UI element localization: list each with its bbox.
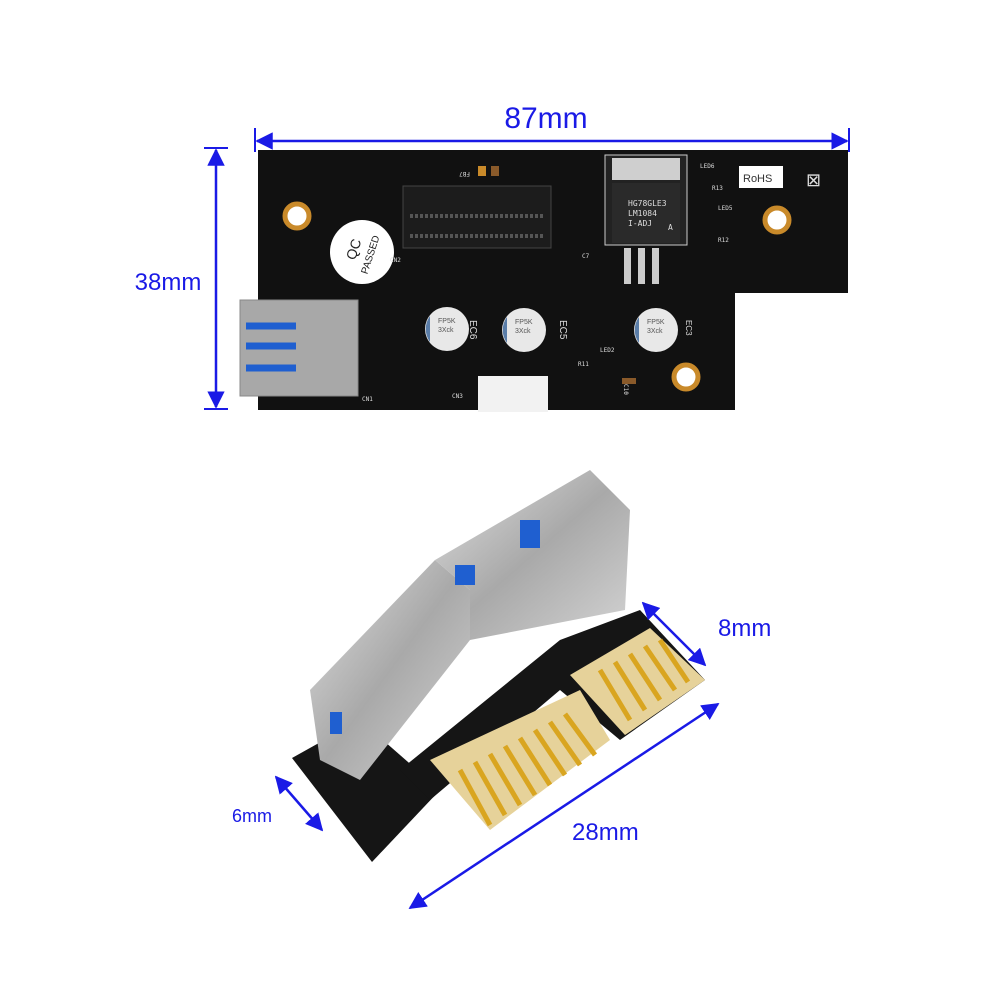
width-dimension: 87mm: [254, 102, 850, 152]
regulator-text-3: I-ADJ: [628, 219, 652, 228]
capacitor-text: FP5K: [647, 319, 665, 326]
silk-label: R12: [718, 237, 729, 244]
mounting-hole: [282, 201, 312, 231]
silk-label: CN2: [390, 257, 401, 264]
capacitor-label: EC3: [684, 320, 693, 336]
silk-label: R11: [578, 361, 589, 368]
silk-label: LED2: [600, 347, 615, 354]
power-header: [478, 376, 548, 412]
depth-dimension: 8mm: [641, 601, 771, 667]
silk-label: CN1: [362, 396, 373, 403]
pcb-board-top-view: FB7 QC PASSED HG78GLE3 LM1084 I-ADJ A Ro…: [239, 150, 848, 412]
rohs-text: RoHS: [743, 173, 772, 185]
capacitor-text: 3Xck: [647, 328, 663, 335]
capacitor-text: 3Xck: [438, 327, 454, 334]
tab-dimension: 6mm: [232, 775, 324, 832]
silk-label: C7: [582, 253, 590, 260]
length-label: 28mm: [572, 819, 639, 846]
usb-shell-top: [435, 470, 630, 640]
silk-label: LED6: [700, 163, 715, 170]
rohs-label: [739, 166, 783, 188]
capacitor-label: EC5: [557, 320, 568, 340]
regulator-text-2: LM1084: [628, 209, 657, 218]
weee-bin-icon: ⊠: [806, 170, 821, 190]
silk-label: C10: [622, 384, 629, 395]
mounting-hole: [762, 205, 792, 235]
qc-text: QC: [343, 237, 365, 262]
capacitor-ec3: FP5K 3Xck EC3: [634, 308, 693, 352]
silk-label: R13: [712, 185, 723, 192]
capacitor-text: FP5K: [515, 319, 533, 326]
usb-pcie-adapter-photo: [292, 470, 705, 862]
mounting-hole: [671, 362, 701, 392]
usb-shell-side: [310, 560, 470, 780]
qc-sticker: [330, 220, 394, 284]
height-dimension: 38mm: [135, 147, 228, 410]
silk-label: CN3: [452, 393, 463, 400]
capacitor-text: 3Xck: [515, 328, 531, 335]
regulator-text-1: HG78GLE3: [628, 199, 667, 208]
width-label: 87mm: [504, 102, 587, 135]
silk-label: FB7: [459, 170, 470, 177]
tab-label: 6mm: [232, 806, 272, 826]
regulator-text-4: A: [668, 223, 673, 232]
length-dimension: 28mm: [408, 702, 720, 910]
capacitor-ec6: FP5K 3Xck EC6: [425, 307, 478, 351]
capacitor-ec5: FP5K 3Xck EC5: [502, 308, 568, 352]
silk-label: LED5: [718, 205, 733, 212]
capacitor-label: EC6: [467, 320, 478, 340]
capacitor-text: FP5K: [438, 318, 456, 325]
depth-label: 8mm: [718, 615, 771, 642]
height-label: 38mm: [135, 269, 202, 296]
